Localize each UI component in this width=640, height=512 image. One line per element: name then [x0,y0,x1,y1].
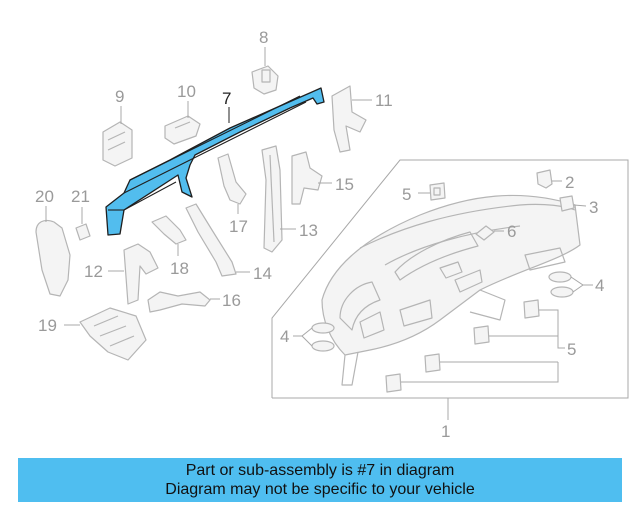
callout-11: 11 [375,91,393,110]
callout-1: 1 [441,422,450,441]
callout-16: 16 [222,291,241,310]
callout-10: 10 [177,82,196,101]
part-21-clip [75,207,91,241]
part-11-bracket [331,85,372,153]
part-14-brace [185,203,250,277]
callout-18: 18 [170,259,189,278]
dashboard-assembly [271,159,629,399]
part-15-bracket [291,151,332,205]
callout-2: 2 [565,173,574,192]
callout-8: 8 [259,28,268,47]
part-8-bracket [251,47,279,95]
callout-5-top: 5 [402,185,411,204]
part-5-clip-top [418,182,446,201]
callout-17: 17 [229,217,248,236]
callout-9: 9 [115,87,124,106]
callout-3: 3 [589,198,598,217]
part-20-side-cover [35,206,71,297]
part-5-clips-group [385,299,565,393]
callout-7: 7 [222,89,231,108]
callout-12: 12 [84,262,103,281]
callout-4-left: 4 [280,327,289,346]
part-notice-banner: Part or sub-assembly is #7 in diagram Di… [18,458,622,502]
part-6-clip [475,225,504,241]
part-9-bracket [102,106,133,167]
part-12-bracket [108,243,159,305]
parts-diagram: 1 2 3 4 4 5 5 [35,28,629,441]
banner-line-1: Part or sub-assembly is #7 in diagram [185,462,455,479]
part-4-pads-right [548,271,593,298]
callout-15: 15 [335,175,354,194]
banner-line-2: Diagram may not be specific to your vehi… [165,481,475,498]
callout-6: 6 [507,222,516,241]
callout-21: 21 [71,187,90,206]
callout-19: 19 [38,316,57,335]
part-4-pads-left [293,322,335,352]
callout-20: 20 [35,187,54,206]
part-16-rail [147,291,220,313]
part-13-brace [261,145,296,253]
callout-13: 13 [299,221,318,240]
part-7-cross-car-beam [105,87,325,236]
part-17-brace [217,153,247,214]
part-3-clip [559,195,587,212]
part-10-bracket [164,101,201,145]
callout-5-right: 5 [567,340,576,359]
callout-14: 14 [253,264,272,283]
callout-4-right: 4 [595,276,604,295]
part-2-clip [536,169,562,189]
part-19-bracket [64,307,147,361]
part-18-bracket [151,215,187,256]
